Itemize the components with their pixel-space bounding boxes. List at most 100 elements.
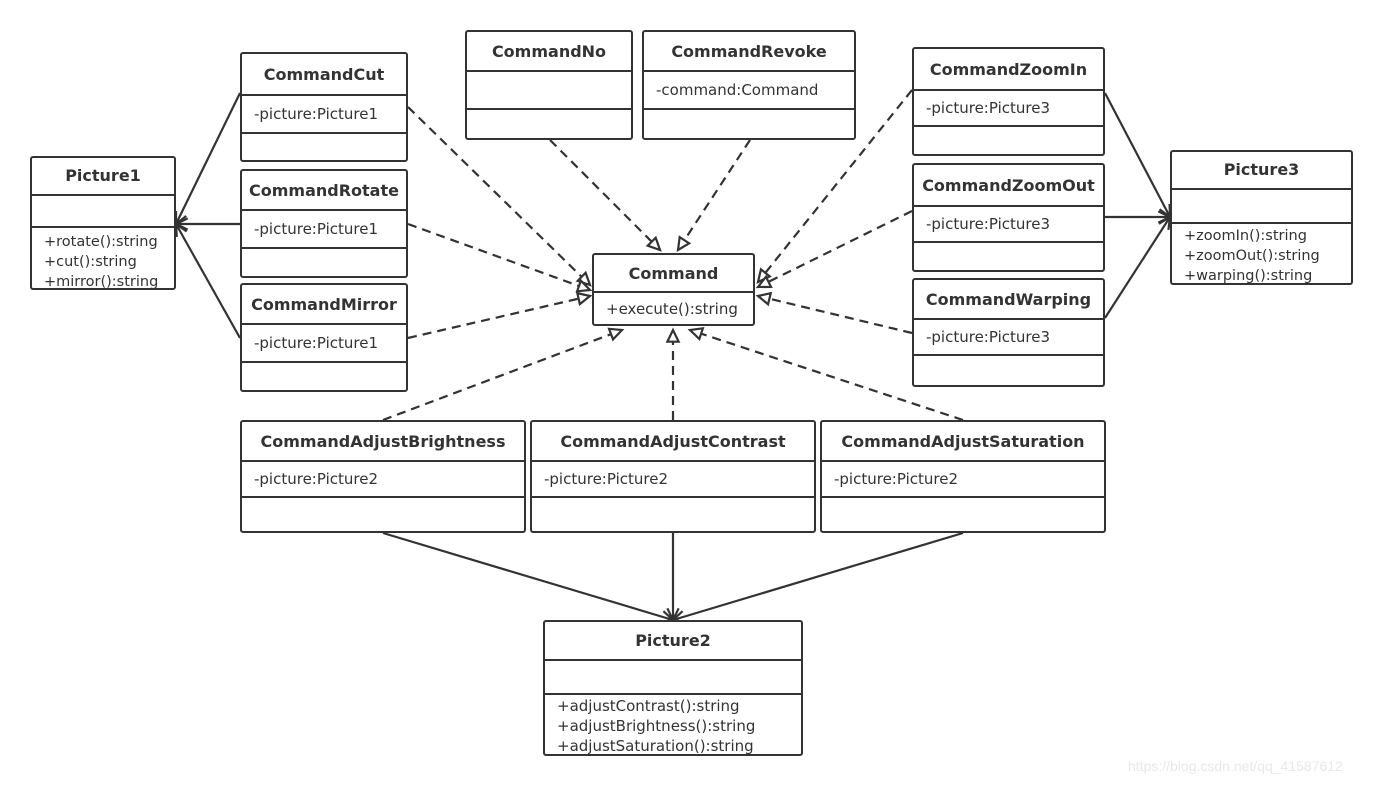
class-command-zoom-out[interactable]: CommandZoomOut -picture:Picture3 — [912, 163, 1105, 272]
operations-compartment — [242, 363, 406, 367]
association-line — [382, 531, 674, 622]
class-command-adjust-contrast[interactable]: CommandAdjustContrast -picture:Picture2 — [530, 420, 816, 533]
attribute: -picture:Picture2 — [254, 470, 378, 488]
operations-compartment — [644, 110, 854, 114]
class-command-revoke[interactable]: CommandRevoke -command:Command — [642, 30, 856, 140]
class-command-mirror[interactable]: CommandMirror -picture:Picture1 — [240, 283, 408, 392]
operation: +adjustBrightness():string — [557, 717, 756, 736]
operations-compartment — [914, 356, 1103, 360]
class-command-zoom-in[interactable]: CommandZoomIn -picture:Picture3 — [912, 47, 1105, 156]
realization-arrowhead — [687, 326, 705, 342]
operations-compartment: +zoomIn():string +zoomOut():string +warp… — [1172, 224, 1351, 283]
class-name: Picture3 — [1172, 152, 1351, 190]
realization-arrowhead — [676, 235, 692, 253]
association-line — [1104, 216, 1171, 319]
class-name: CommandNo — [467, 32, 631, 72]
realization-arrowhead — [645, 235, 662, 252]
operation: +warping():string — [1184, 268, 1313, 283]
operation: +mirror():string — [44, 273, 159, 288]
class-name: CommandZoomIn — [914, 49, 1103, 91]
class-name: CommandMirror — [242, 285, 406, 325]
association-line — [672, 531, 964, 622]
class-name: Command — [594, 255, 753, 293]
attributes-compartment: -picture:Picture3 — [914, 91, 1103, 127]
realization-arrowhead — [575, 291, 593, 307]
attribute: -picture:Picture3 — [926, 215, 1050, 233]
operations-compartment: +adjustContrast():string +adjustBrightne… — [545, 695, 801, 754]
attribute: -picture:Picture3 — [926, 99, 1050, 117]
operations-compartment — [242, 498, 524, 502]
operation: +zoomOut():string — [1184, 248, 1320, 265]
association-line — [175, 92, 241, 225]
attributes-compartment: -picture:Picture1 — [242, 211, 406, 249]
operations-compartment — [532, 498, 814, 502]
realization-line — [382, 328, 623, 422]
class-picture2[interactable]: Picture2 +adjustContrast():string +adjus… — [543, 620, 803, 756]
attributes-compartment — [467, 72, 631, 110]
class-command-rotate[interactable]: CommandRotate -picture:Picture1 — [240, 169, 408, 278]
attribute: -picture:Picture1 — [254, 334, 378, 352]
attributes-compartment — [32, 196, 174, 228]
class-name: Picture2 — [545, 622, 801, 661]
realization-line — [677, 139, 751, 251]
class-picture3[interactable]: Picture3 +zoomIn():string +zoomOut():str… — [1170, 150, 1353, 285]
association-line — [1104, 92, 1171, 218]
operations-compartment: +rotate():string +cut():string +mirror()… — [32, 228, 174, 288]
attribute: -command:Command — [656, 81, 819, 99]
class-name: CommandWarping — [914, 280, 1103, 320]
class-command-no[interactable]: CommandNo — [465, 30, 633, 140]
class-command-adjust-saturation[interactable]: CommandAdjustSaturation -picture:Picture… — [820, 420, 1106, 533]
attribute: -picture:Picture2 — [544, 470, 668, 488]
attributes-compartment: -picture:Picture1 — [242, 325, 406, 363]
realization-line — [407, 222, 591, 292]
attributes-compartment: -picture:Picture2 — [242, 462, 524, 498]
class-name: CommandCut — [242, 54, 406, 96]
attributes-compartment — [1172, 190, 1351, 225]
realization-arrowhead — [575, 278, 593, 293]
operation: +execute():string — [606, 300, 738, 318]
class-name: CommandAdjustSaturation — [822, 422, 1104, 462]
attributes-compartment — [545, 661, 801, 696]
operations-compartment — [242, 249, 406, 253]
realization-line — [757, 89, 913, 283]
class-name: CommandZoomOut — [914, 165, 1103, 207]
realization-arrowhead — [665, 327, 681, 343]
class-name: Picture1 — [32, 158, 174, 196]
attributes-compartment: -picture:Picture3 — [914, 320, 1103, 356]
class-command[interactable]: Command +execute():string — [592, 253, 755, 326]
realization-line — [689, 328, 964, 422]
class-picture1[interactable]: Picture1 +rotate():string +cut():string … — [30, 156, 176, 290]
realization-line — [549, 139, 661, 251]
operation: +adjustContrast():string — [557, 697, 740, 716]
realization-arrowhead — [755, 291, 773, 307]
attribute: -picture:Picture1 — [254, 105, 378, 123]
attribute: -picture:Picture2 — [834, 470, 958, 488]
attributes-compartment: -command:Command — [644, 72, 854, 110]
class-name: CommandAdjustContrast — [532, 422, 814, 462]
operations-compartment — [242, 134, 406, 138]
attributes-compartment: -picture:Picture3 — [914, 207, 1103, 243]
operations-compartment — [914, 127, 1103, 131]
realization-line — [757, 294, 913, 335]
realization-line — [757, 210, 913, 288]
realization-arrowhead — [755, 274, 773, 289]
attributes-compartment: -picture:Picture2 — [822, 462, 1104, 498]
attributes-compartment: -picture:Picture1 — [242, 96, 406, 134]
realization-line — [407, 106, 591, 286]
class-command-adjust-brightness[interactable]: CommandAdjustBrightness -picture:Picture… — [240, 420, 526, 533]
realization-line — [407, 294, 591, 340]
operation: +adjustSaturation():string — [557, 737, 754, 755]
attribute: -picture:Picture3 — [926, 328, 1050, 346]
operations-compartment — [467, 110, 631, 114]
class-command-warping[interactable]: CommandWarping -picture:Picture3 — [912, 278, 1105, 387]
class-command-cut[interactable]: CommandCut -picture:Picture1 — [240, 52, 408, 162]
attributes-compartment: -picture:Picture2 — [532, 462, 814, 498]
class-name: CommandRotate — [242, 171, 406, 211]
operation: +zoomIn():string — [1184, 228, 1307, 245]
operations-compartment: +execute():string — [594, 293, 753, 319]
operations-compartment — [822, 498, 1104, 502]
class-name: CommandAdjustBrightness — [242, 422, 524, 462]
association-line — [175, 223, 241, 339]
operations-compartment — [914, 243, 1103, 247]
